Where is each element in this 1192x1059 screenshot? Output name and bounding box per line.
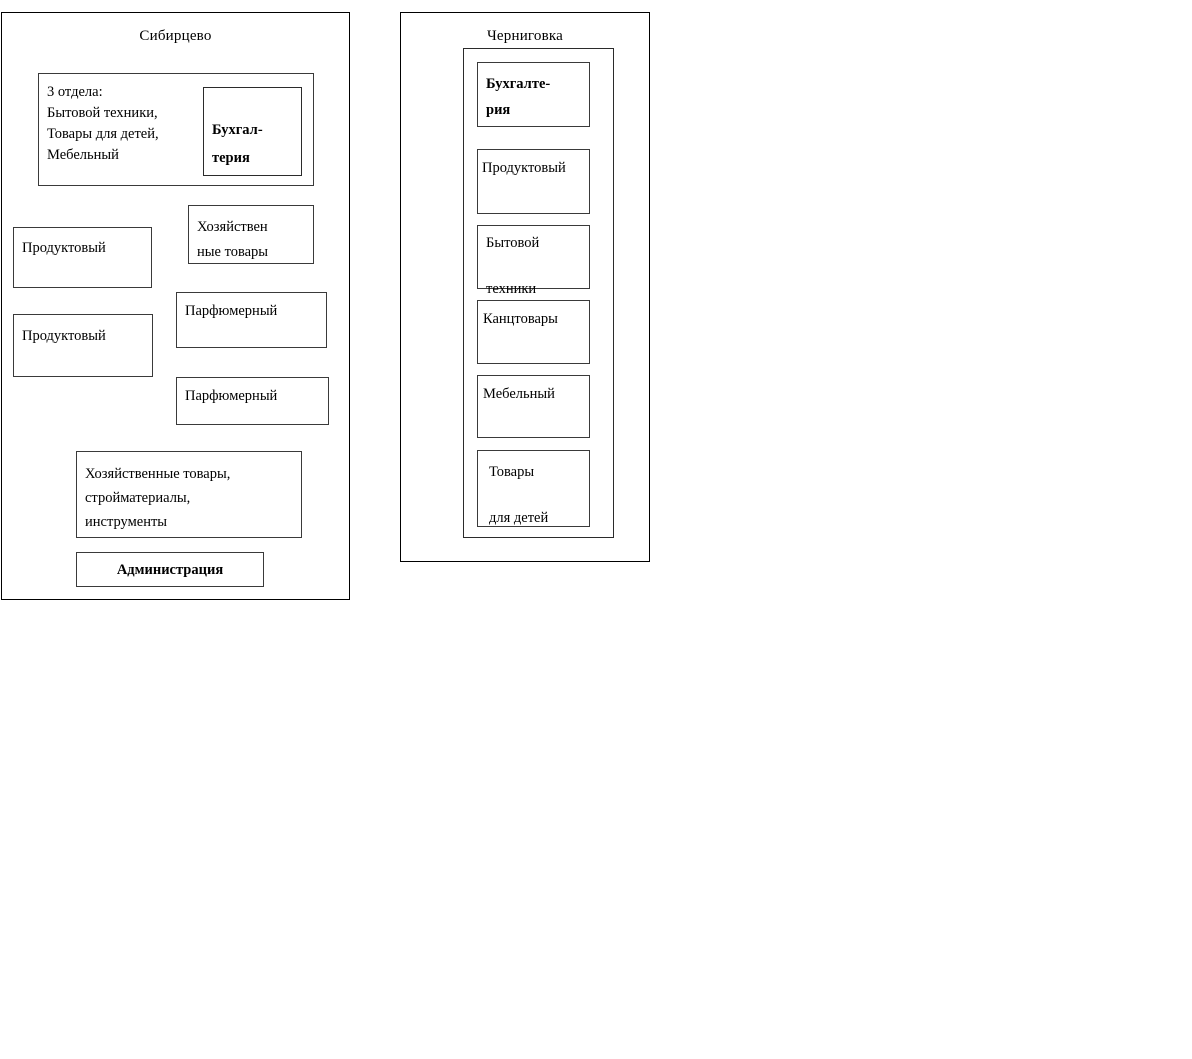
node-three-departments[interactable]: 3 отдела: Бытовой техники, Товары для де… [38,73,314,186]
node-stationery-chernigovka-label: Канцтовары [483,311,558,327]
node-furniture-chernigovka-label: Мебельный [483,386,555,402]
node-perfume-1[interactable]: Парфюмерный [176,292,327,348]
node-grocery-chernigovka-label: Продуктовый [482,160,566,176]
node-administration[interactable]: Администрация [76,552,264,587]
node-perfume-2-label: Парфюмерный [185,388,278,404]
node-kids-goods-chernigovka[interactable]: Товары для детей [477,450,590,527]
node-administration-label: Администрация [116,562,224,578]
node-grocery-2[interactable]: Продуктовый [13,314,153,377]
node-household-goods-small[interactable]: Хозяйствен ные товары [188,205,314,264]
panel-chernigovka[interactable]: Черниговка Бухгалте- рия Продуктовый Быт… [400,12,650,562]
node-kids-goods-chernigovka-label: Товары для детей [489,464,549,526]
panel-title-chernigovka: Черниговка [486,28,564,44]
node-three-departments-label: 3 отдела: Бытовой техники, Товары для де… [47,84,159,163]
node-grocery-2-label: Продуктовый [22,328,106,344]
node-household-materials-tools[interactable]: Хозяйственные товары, стройматериалы, ин… [76,451,302,538]
node-accounting-sibirtsevo[interactable]: Бухгал- терия [203,87,302,176]
node-accounting-sibirtsevo-label: Бухгал- терия [212,122,263,166]
node-household-goods-small-label: Хозяйствен ные товары [197,219,269,260]
node-household-materials-tools-label: Хозяйственные товары, стройматериалы, ин… [85,466,231,530]
node-grocery-chernigovka[interactable]: Продуктовый [477,149,590,214]
node-grocery-1-label: Продуктовый [22,240,106,256]
panel-sibirtsevo[interactable]: Сибирцево 3 отдела: Бытовой техники, Тов… [1,12,350,600]
panel-title-sibirtsevo: Сибирцево [139,28,212,44]
departments-container-chernigovka: Бухгалте- рия Продуктовый Бытовой техник… [463,48,614,538]
node-stationery-chernigovka[interactable]: Канцтовары [477,300,590,364]
node-perfume-1-label: Парфюмерный [185,303,278,319]
node-accounting-chernigovka-label: Бухгалте- рия [486,76,551,118]
node-accounting-chernigovka[interactable]: Бухгалте- рия [477,62,590,127]
node-appliances-chernigovka-label: Бытовой техники [486,235,540,297]
node-furniture-chernigovka[interactable]: Мебельный [477,375,590,438]
node-grocery-1[interactable]: Продуктовый [13,227,152,288]
node-appliances-chernigovka[interactable]: Бытовой техники [477,225,590,297]
node-perfume-2[interactable]: Парфюмерный [176,377,329,425]
